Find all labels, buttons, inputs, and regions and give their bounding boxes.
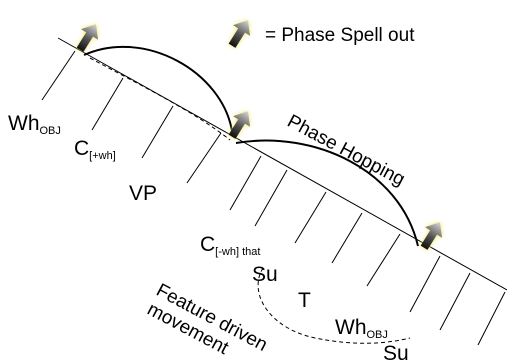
- legend-arrow-icon: [224, 15, 257, 51]
- node-c-wh: C[+wh]: [74, 137, 116, 162]
- branch-t-lower: [331, 212, 363, 264]
- movement-path-upper: [89, 57, 231, 141]
- node-c-that: C[-wh] that: [200, 233, 260, 258]
- node-base: C: [74, 137, 89, 160]
- branch-vp-lower: [186, 132, 222, 184]
- node-subscript: [-wh] that: [215, 246, 260, 258]
- branch-t-upper: [294, 191, 327, 244]
- node-wh-obj-bottom: WhOBJ: [335, 316, 388, 341]
- branch-lower-3: [477, 291, 506, 346]
- movement-path-lower: [257, 267, 411, 344]
- node-base: Wh: [335, 316, 367, 339]
- node-subscript: OBJ: [40, 125, 61, 137]
- tree-spine: [57, 37, 507, 291]
- branch-c-that: [229, 155, 262, 211]
- node-su-lower: Su: [383, 342, 409, 364]
- phase-hopping-label: Phase Hopping: [284, 111, 409, 191]
- phase-hop-arc-lower: [235, 139, 419, 247]
- branch-lower-1: [409, 255, 441, 313]
- node-su-upper: Su: [252, 263, 278, 286]
- branch-wh-obj-top: [41, 50, 76, 101]
- node-subscript: OBJ: [367, 329, 388, 341]
- node-base: C: [200, 233, 215, 256]
- phase-hop-arc-upper: [83, 45, 233, 132]
- phase-spell-out-arrow-icon: [224, 106, 257, 142]
- node-subscript: [+wh]: [89, 150, 116, 162]
- node-wh-obj-top: WhOBJ: [8, 112, 61, 137]
- node-t: T: [298, 289, 311, 312]
- branch-lines: [41, 50, 506, 346]
- legend-text: = Phase Spell out: [265, 25, 415, 46]
- node-vp: VP: [129, 182, 157, 205]
- branch-wh-obj-bottom: [366, 233, 401, 287]
- branch-su-upper: [254, 169, 288, 227]
- node-base: Wh: [8, 112, 40, 135]
- branch-lower-2: [439, 272, 471, 331]
- branch-vp-upper: [141, 105, 174, 159]
- branch-c-wh: [91, 77, 124, 131]
